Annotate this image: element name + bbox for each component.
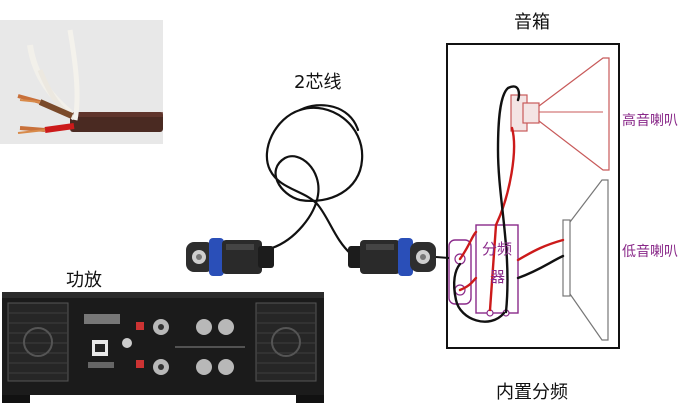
crossover-label-line1: 分频 bbox=[482, 240, 513, 258]
tangled-cable bbox=[265, 104, 364, 257]
left-speakon-connector bbox=[186, 238, 274, 276]
speaker-cabinet bbox=[446, 43, 620, 349]
amplifier-label: 功放 bbox=[66, 270, 102, 291]
cable-lead bbox=[435, 256, 450, 259]
right-speakon-connector bbox=[348, 238, 436, 276]
input-terminal-plate bbox=[448, 239, 472, 305]
tweeter-driver bbox=[510, 57, 610, 171]
woofer-label: 低音喇叭 bbox=[622, 244, 678, 260]
crossover-label-line2: 器 bbox=[490, 268, 506, 286]
amplifier-unit bbox=[2, 292, 324, 403]
tweeter-label: 高音喇叭 bbox=[622, 113, 678, 129]
speaker-label: 音箱 bbox=[514, 12, 550, 33]
crossover-box bbox=[475, 224, 519, 317]
two-core-cable-photo bbox=[0, 20, 163, 144]
woofer-driver bbox=[562, 179, 609, 341]
internal-wiring bbox=[452, 85, 565, 323]
cable-label: 2芯线 bbox=[294, 72, 342, 93]
internal-crossover-label: 内置分频 bbox=[496, 382, 568, 403]
